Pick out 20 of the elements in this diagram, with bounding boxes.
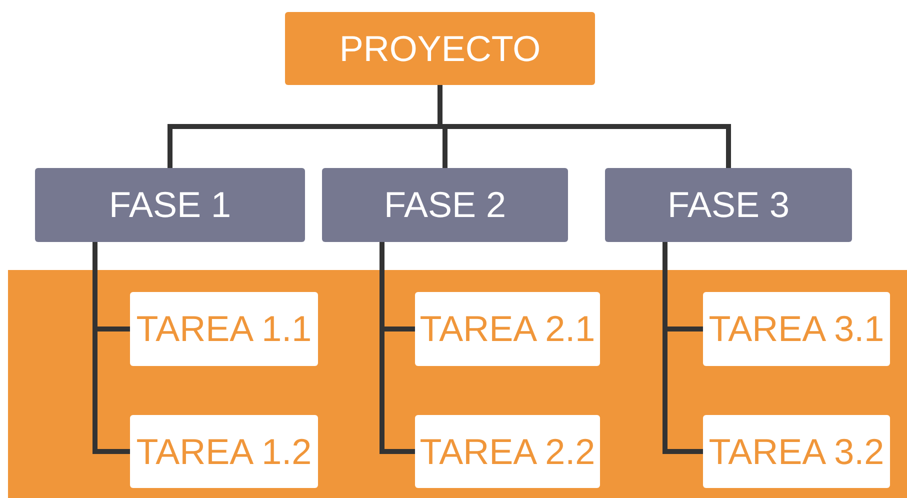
node-label: FASE 3: [667, 184, 790, 226]
node-label: TAREA 2.2: [420, 430, 596, 472]
task-box: [703, 292, 890, 366]
task-box: [703, 415, 890, 488]
node-label: TAREA 3.1: [708, 308, 884, 350]
task-box: [130, 415, 318, 488]
project-box: [285, 12, 595, 85]
node-label: FASE 1: [108, 184, 232, 226]
node-label: TAREA 1.2: [136, 430, 312, 472]
phase-box: [322, 168, 568, 242]
task-box: [130, 292, 318, 366]
node-label: PROYECTO: [339, 28, 541, 70]
task-box: [415, 415, 600, 488]
node-label: TAREA 2.1: [420, 308, 596, 350]
node-label: TAREA 1.1: [136, 308, 312, 350]
phase-box: [605, 168, 852, 242]
task-box: [415, 292, 600, 366]
node-label: TAREA 3.2: [708, 430, 884, 472]
node-label: FASE 2: [384, 184, 506, 226]
phase-box: [35, 168, 305, 242]
